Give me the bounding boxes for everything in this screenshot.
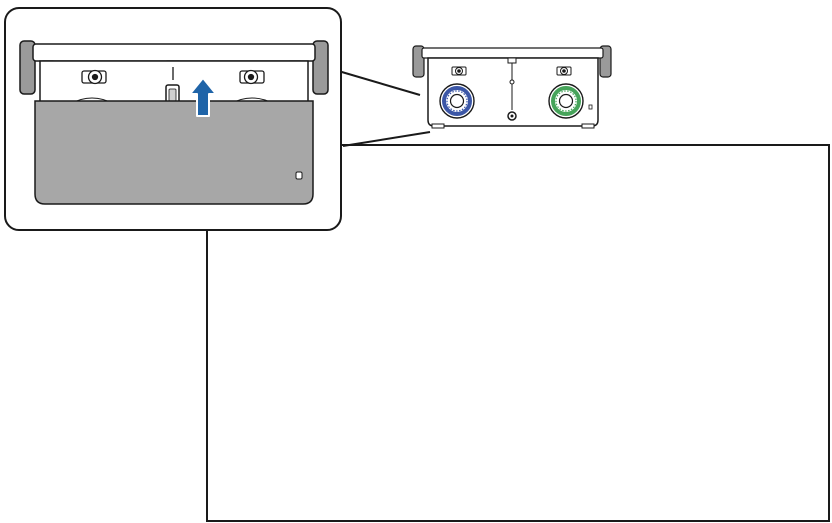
arrow-up-icon xyxy=(189,77,217,117)
overview-device xyxy=(412,45,612,129)
overview-center-dot-icon xyxy=(509,79,515,85)
zoom-left-handle xyxy=(19,40,36,95)
callout-leaders xyxy=(334,69,431,147)
zoom-top-rail xyxy=(32,43,316,62)
zoom-right-handle xyxy=(312,40,329,95)
lens-cover-plate xyxy=(34,100,314,205)
cover-indicator xyxy=(295,171,303,180)
zoom-left-knob-icon xyxy=(81,69,107,85)
overview-left-handle xyxy=(412,45,425,78)
zoom-right-knob-icon xyxy=(239,69,265,85)
overview-left-knob-icon xyxy=(451,66,467,76)
overview-left-lens-icon xyxy=(439,83,475,119)
zoom-callout xyxy=(4,7,342,231)
overview-top-rail xyxy=(421,47,604,59)
overview-right-knob-icon xyxy=(556,66,572,76)
overview-right-lens-icon xyxy=(548,83,584,119)
